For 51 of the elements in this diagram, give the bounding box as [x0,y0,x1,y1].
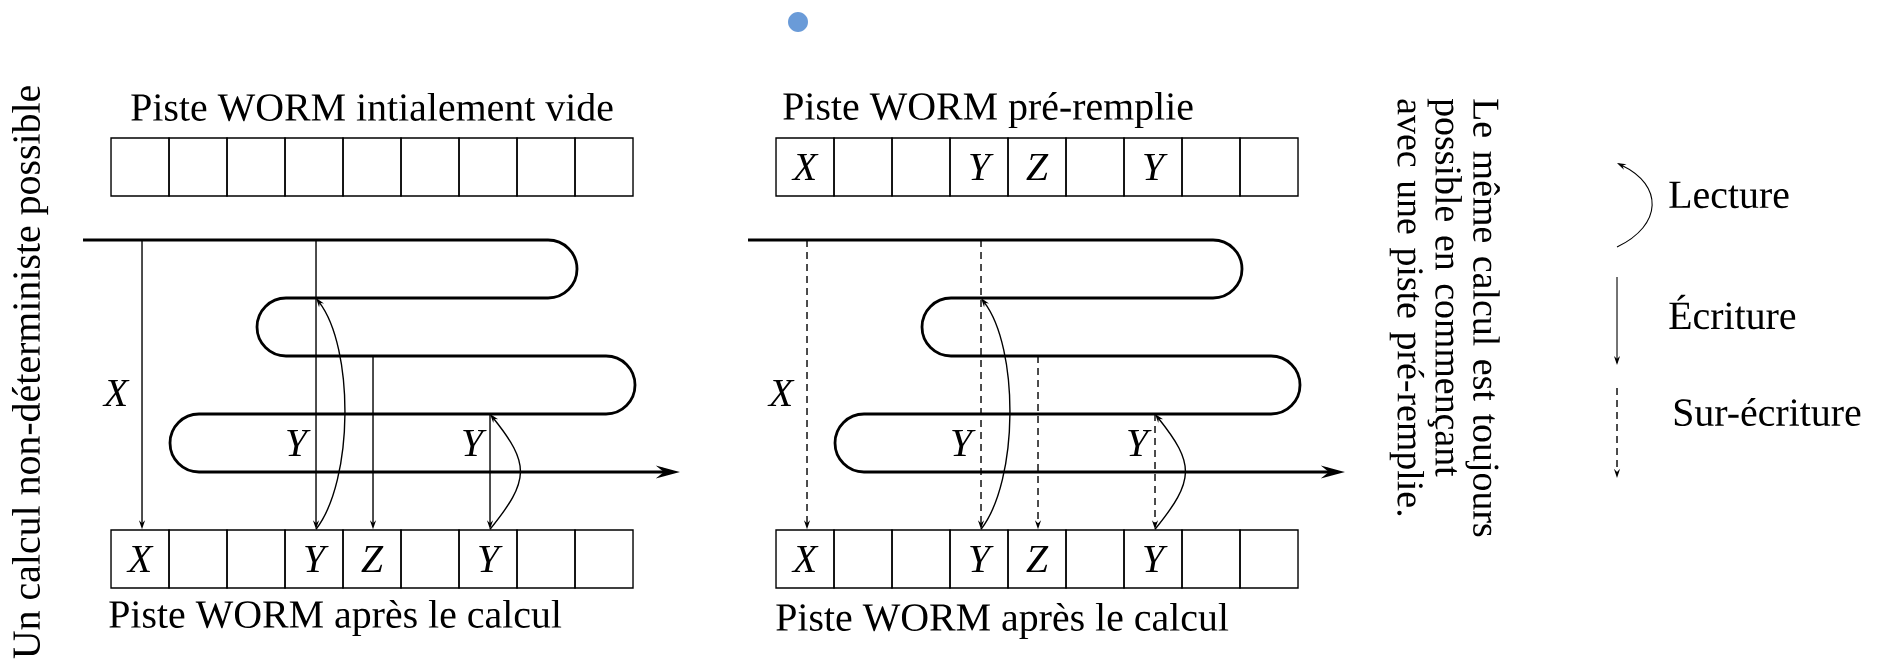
edge-label: Y [952,429,976,457]
tape-cell: X [110,529,170,589]
tape-cell [284,137,344,197]
tape-cell [1239,529,1299,589]
tape-cell [574,137,634,197]
tape-title: Piste WORM après le calcul [776,602,1229,640]
legend-label: Sur-écriture [1674,397,1861,427]
tape-cell: Z [1007,137,1067,197]
edge-label: Y [463,429,487,457]
tape-cell: Y [949,529,1009,589]
tape-cell [168,529,228,589]
tape-cell: X [775,529,835,589]
tape-cell [1065,529,1125,589]
tape-cell [574,529,634,589]
tape-title: Piste WORM après le calcul [109,599,562,637]
tape-cell [110,137,170,197]
tape-cell [1239,137,1299,197]
tape-cell: Y [458,529,518,589]
tape-cell [516,529,576,589]
tape-cell [891,137,951,197]
tape-cell [400,529,460,589]
tape-cell: Y [1123,137,1183,197]
tape-cell [833,137,893,197]
tape-cell [226,529,286,589]
tape-cell [400,137,460,197]
tape-cell [1065,137,1125,197]
edge-label: Y [287,429,311,457]
tape-cell [1181,137,1241,197]
tape-cell: Y [949,137,1009,197]
tape-cell [833,529,893,589]
tape-cell [342,137,402,197]
tape-cell [458,137,518,197]
tape-cell [226,137,286,197]
tape-cell: Y [284,529,344,589]
tape-cell: Z [1007,529,1067,589]
tape-cell: Z [342,529,402,589]
edge-label: X [102,379,130,407]
tape-cell: X [775,137,835,197]
tape-cell [891,529,951,589]
tape-cell [1181,529,1241,589]
tape-cell [168,137,228,197]
tape-title: Piste WORM pré-remplie [783,91,1193,129]
edge-label: X [767,379,795,407]
legend-label: Écriture [1669,294,1796,330]
tape-cell: Y [1123,529,1183,589]
vertical-caption: Le même calcul est toujours possible en commençant avec une piste pré-remplie. [1389,98,1500,537]
vertical-caption: Un calcul non-déterministe possible [11,86,49,659]
tape-cell [516,137,576,197]
edge-label: Y [1128,429,1152,457]
tape-title: Piste WORM intialement vide [131,92,613,122]
legend-label: Lecture [1669,181,1789,209]
